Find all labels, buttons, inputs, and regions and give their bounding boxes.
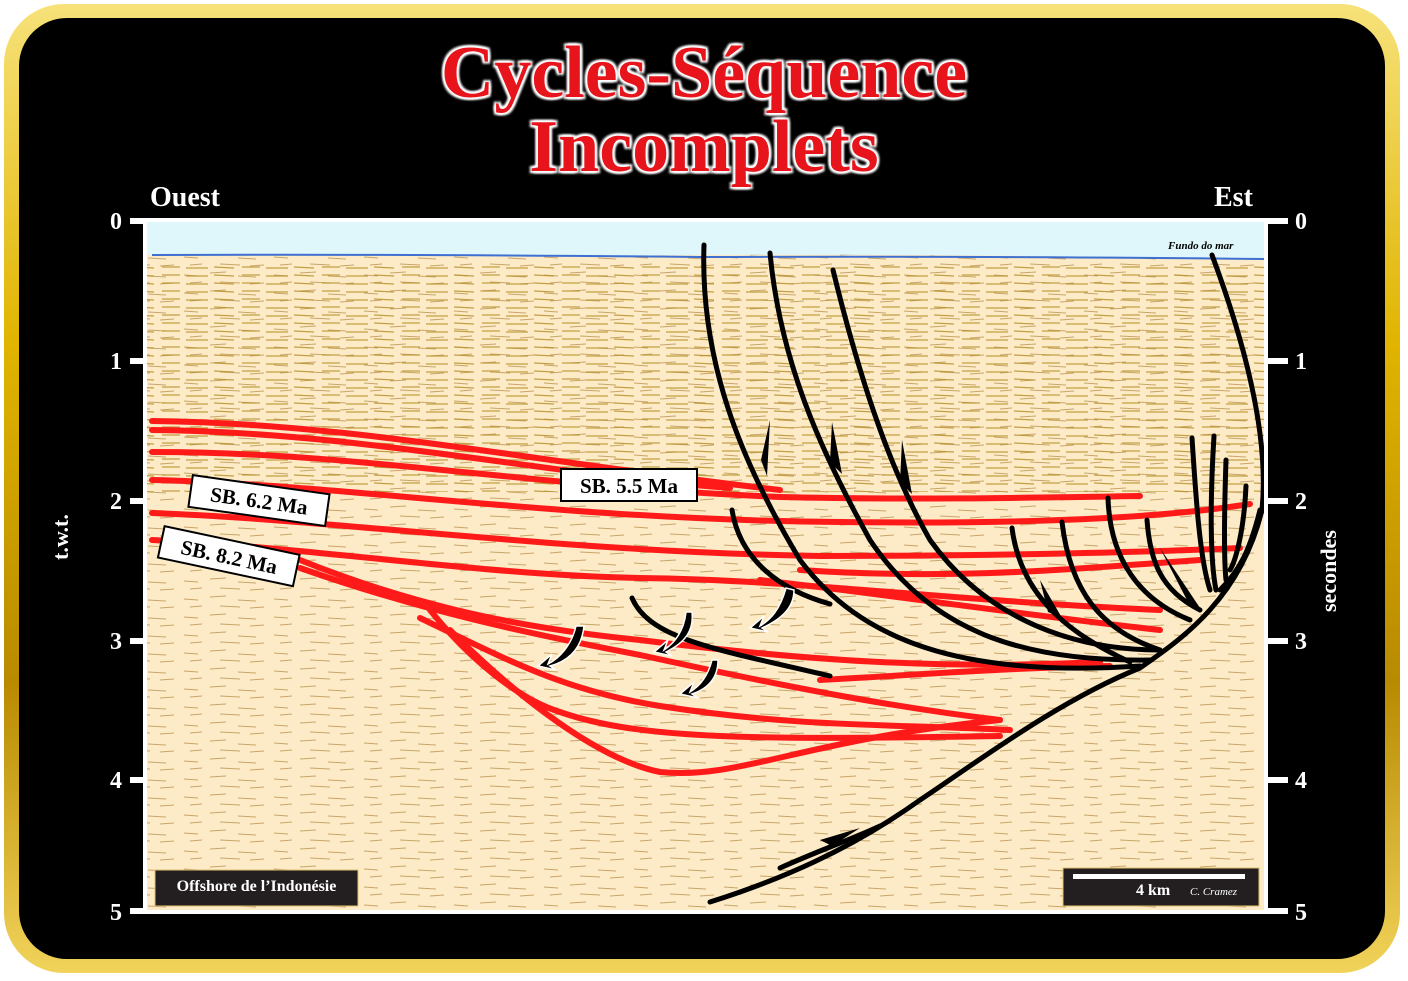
author-label: C. Cramez <box>1190 886 1238 898</box>
left-tick-1: 1 <box>110 349 122 375</box>
scale-label: 4 km <box>1136 882 1171 899</box>
left-tick-3: 3 <box>110 629 122 655</box>
location-box <box>154 869 359 907</box>
right-tick-4: 4 <box>1295 768 1307 794</box>
right-tick-5: 5 <box>1295 900 1307 926</box>
fault-arrows <box>761 420 1200 846</box>
west-label: Ouest <box>150 182 220 213</box>
sb-82-label-box <box>156 525 301 588</box>
seafloor-line <box>151 253 1264 260</box>
right-tick-3: 3 <box>1295 629 1307 655</box>
left-tick-4: 4 <box>110 768 122 794</box>
scale-bar <box>1073 874 1245 879</box>
sb-55-label-box <box>560 468 698 502</box>
right-tick-1: 1 <box>1295 349 1307 375</box>
left-tick-0: 0 <box>110 209 122 235</box>
right-tick-2: 2 <box>1295 489 1307 515</box>
sb-62-label-box <box>187 473 331 528</box>
east-label: Est <box>1214 182 1253 213</box>
left-tick-5: 5 <box>110 900 122 926</box>
tick-marks <box>130 218 1288 914</box>
sb-55-label: SB. 5.5 Ma <box>579 474 678 498</box>
title-line-2: Incomplets <box>529 106 879 188</box>
seafloor-label: Fundo do mar <box>1168 240 1234 252</box>
slide-arrows <box>536 587 795 699</box>
right-tick-0: 0 <box>1295 209 1307 235</box>
water-column <box>147 222 1264 260</box>
location-label: Offshore de l’Indonésie <box>176 878 337 895</box>
left-tick-2: 2 <box>110 489 122 515</box>
title-line-1: Cycles-Séquence <box>440 32 968 114</box>
black-faults <box>629 242 1264 905</box>
